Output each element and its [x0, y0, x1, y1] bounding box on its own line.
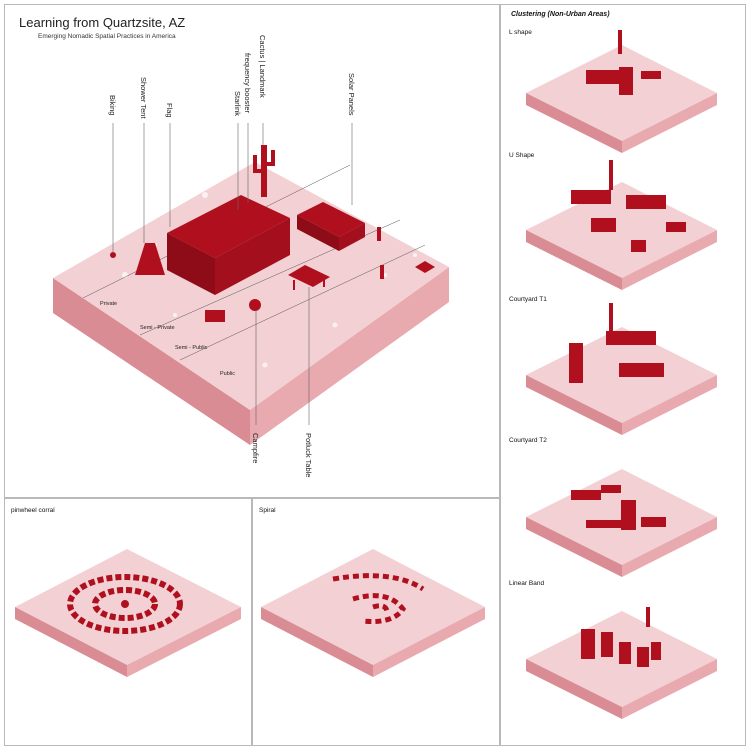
callout-potluck-table: Potluck Table — [304, 433, 313, 477]
callout-cactus-landmark: Cactus | Landmark — [258, 35, 267, 98]
ground-left-side — [53, 278, 250, 445]
main-isometric-diagram: Private Semi - Private Semi - Public Pub… — [53, 35, 449, 477]
rv — [167, 195, 290, 295]
callout-campfire: Campfire — [251, 433, 260, 463]
cluster-label-l-shape: L shape — [509, 29, 532, 36]
callout-frequency-booster: frequency booster — [243, 53, 252, 114]
pinwheel-panel: pinwheel corral — [4, 498, 252, 746]
callout-starlink: Starlink — [233, 91, 242, 116]
zone-semi-private: Semi - Private — [140, 325, 175, 331]
main-panel: Learning from Quartzsite, AZ Emerging No… — [4, 4, 500, 498]
callout-biking: Biking — [108, 95, 117, 115]
cluster-courtyard-t1 — [526, 303, 717, 435]
cactus — [253, 145, 275, 197]
ground-right-side — [250, 267, 449, 445]
cluster-linear-band — [526, 607, 717, 719]
page-subtitle: Emerging Nomadic Spatial Practices in Am… — [38, 33, 176, 40]
cluster-label-courtyard-t1: Courtyard T1 — [509, 296, 547, 303]
cluster-label-u-shape: U Shape — [509, 152, 535, 159]
cluster-courtyard-t2 — [526, 469, 717, 577]
cluster-label-linear-band: Linear Band — [509, 580, 545, 587]
campfire — [249, 299, 261, 311]
spiral-diagram — [261, 549, 485, 677]
cluster-u-shape — [526, 160, 717, 290]
callout-shower-tent: Shower Tent — [139, 77, 148, 119]
clustering-panel: Clustering (Non-Urban Areas) L shape U S… — [500, 4, 746, 746]
truck — [297, 202, 365, 251]
pinwheel-label: pinwheel corral — [11, 507, 55, 514]
spiral-panel: Spiral — [252, 498, 500, 746]
zone-private: Private — [100, 301, 117, 307]
page-title: Learning from Quartzsite, AZ — [19, 15, 186, 30]
cluster-label-courtyard-t2: Courtyard T2 — [509, 437, 547, 444]
callout-flag: Flag — [165, 103, 174, 118]
cluster-l-shape — [526, 30, 717, 153]
pinwheel-diagram — [15, 549, 241, 677]
zone-public: Public — [220, 371, 235, 377]
zone-semi-public: Semi - Public — [175, 345, 208, 351]
callout-solar-panels: Solar Panels — [347, 73, 356, 116]
shower-tent — [135, 243, 165, 275]
clustering-heading: Clustering (Non-Urban Areas) — [511, 11, 610, 18]
potluck-table — [288, 265, 330, 290]
spiral-label: Spiral — [259, 507, 276, 514]
